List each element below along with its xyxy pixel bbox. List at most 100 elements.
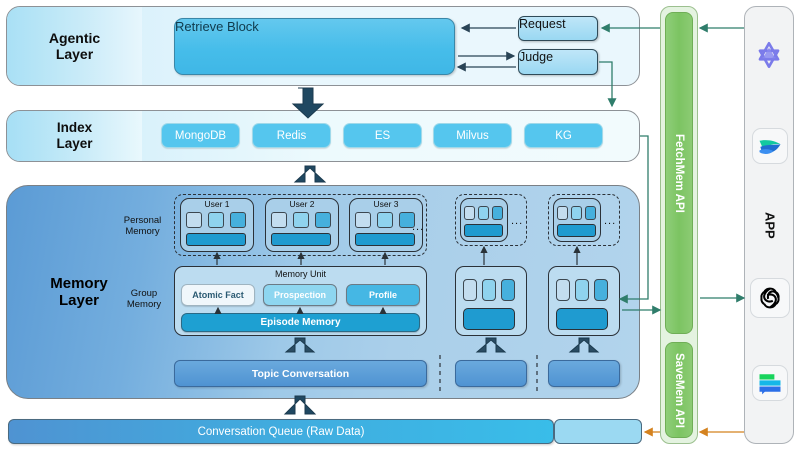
memory-cell	[230, 212, 246, 228]
conversation-queue[interactable]: Conversation Queue (Raw Data)	[8, 419, 554, 444]
request-box[interactable]: Request	[518, 16, 598, 41]
memory-bar	[557, 224, 596, 237]
judge-box[interactable]: Judge	[518, 49, 598, 75]
fetchmem-api-label: FetchMem API	[673, 133, 685, 213]
memory-cell	[575, 279, 589, 301]
app-icon-openai[interactable]	[750, 278, 790, 318]
doubao-leaf-icon	[759, 140, 781, 154]
user-card-caption: User 1	[204, 199, 230, 209]
index-title-line2: Layer	[56, 136, 93, 151]
topic-conversation-label: Topic Conversation	[251, 367, 350, 380]
memory-cell	[355, 212, 371, 228]
memory-cell	[594, 279, 608, 301]
memory-unit-chip-atomic-fact[interactable]: Atomic Fact	[181, 284, 255, 306]
memory-cell	[186, 212, 202, 228]
index-store-label: Milvus	[456, 129, 489, 142]
index-layer-title-chip	[7, 111, 142, 161]
topic-conversation-box[interactable]: Topic Conversation	[174, 360, 427, 387]
memory-cell	[399, 212, 415, 228]
group-c-ellipsis: ...	[604, 215, 617, 227]
memory-cell	[293, 212, 309, 228]
index-store-label: KG	[555, 129, 572, 142]
memory-bar	[186, 233, 246, 246]
retrieve-block[interactable]: Retrieve Block	[174, 18, 455, 75]
memory-bar	[464, 224, 503, 237]
memory-cell	[585, 206, 596, 220]
group-b-ellipsis: ...	[511, 215, 524, 227]
episode-memory-label: Episode Memory	[260, 317, 341, 328]
index-store-label: MongoDB	[174, 129, 227, 142]
memory-cell	[556, 279, 570, 301]
memory-cell	[492, 206, 503, 220]
personal-memory-label: Personal Memory	[115, 215, 170, 238]
index-layer-title: Index Layer	[7, 111, 142, 161]
memory-title-line1: Memory	[50, 274, 108, 292]
personal-memory-container-b	[455, 194, 527, 246]
topic-conversation-box-c[interactable]	[548, 360, 620, 387]
memory-cell	[315, 212, 331, 228]
memory-layer-title: Memory Layer	[14, 268, 144, 316]
fetchmem-api-strip[interactable]: FetchMem API	[665, 12, 693, 334]
index-store-label: ES	[374, 129, 391, 142]
chip-label: Atomic Fact	[192, 290, 244, 300]
zhipu-star-icon	[758, 41, 780, 68]
agentic-layer-title: Agentic Layer	[7, 7, 142, 85]
chat-bars-icon	[759, 374, 781, 395]
user-card-caption: User 3	[373, 199, 399, 209]
memory-unit-title: Memory Unit	[274, 269, 326, 279]
memory-bar	[463, 308, 515, 330]
block-arrow-memory-to-index	[293, 165, 327, 183]
group-memory-label-line2: Memory	[126, 299, 162, 311]
index-store-redis[interactable]: Redis	[252, 123, 331, 148]
episode-memory-box[interactable]: Episode Memory	[181, 313, 420, 332]
user-card-caption: User 2	[289, 199, 315, 209]
group-memory-label: Group Memory	[118, 288, 170, 311]
memory-cell	[571, 206, 582, 220]
memory-cell	[482, 279, 496, 301]
memory-bar	[271, 233, 331, 246]
chip-label: Profile	[368, 290, 397, 300]
app-panel-label: APP	[752, 200, 788, 250]
request-label: Request	[519, 17, 566, 31]
index-store-milvus[interactable]: Milvus	[433, 123, 512, 148]
conversation-queue-label: Conversation Queue (Raw Data)	[197, 425, 365, 438]
memory-cell	[271, 212, 287, 228]
index-store-label: Redis	[276, 129, 307, 142]
app-icon-zhipu-star[interactable]	[750, 32, 788, 77]
app-label-text: APP	[762, 211, 778, 239]
memory-cell	[377, 212, 393, 228]
memory-cell	[463, 279, 477, 301]
index-title-line1: Index	[56, 120, 93, 136]
personal-memory-label-line2: Memory	[125, 226, 160, 238]
openai-icon	[760, 287, 780, 309]
index-store-es[interactable]: ES	[343, 123, 422, 148]
memory-cell	[208, 212, 224, 228]
judge-label: Judge	[519, 50, 554, 64]
personal-memory-container-c	[548, 194, 620, 246]
app-icon-doubao-leaf[interactable]	[752, 128, 788, 164]
memory-cell	[464, 206, 475, 220]
group-memory-label-line1: Group	[130, 288, 158, 299]
memory-cell	[501, 279, 515, 301]
users-ellipsis: ...	[412, 221, 425, 233]
memory-unit-chip-prospection[interactable]: Prospection	[263, 284, 337, 306]
conversation-queue-tail	[554, 419, 642, 444]
agentic-layer-title-chip	[7, 7, 142, 85]
agentic-title-line2: Layer	[55, 46, 94, 62]
chip-label: Prospection	[273, 290, 326, 300]
app-icon-chat-bars[interactable]	[752, 365, 788, 401]
savemem-api-label: SaveMem API	[673, 352, 685, 428]
index-store-mongodb[interactable]: MongoDB	[161, 123, 240, 148]
memory-unit-chip-profile[interactable]: Profile	[346, 284, 420, 306]
retrieve-block-label: Retrieve Block	[175, 19, 259, 34]
index-store-kg[interactable]: KG	[524, 123, 603, 148]
memory-bar	[355, 233, 415, 246]
memory-bar	[556, 308, 608, 330]
memory-cell	[478, 206, 489, 220]
personal-memory-label-line1: Personal	[123, 215, 162, 226]
topic-conversation-box-b[interactable]	[455, 360, 527, 387]
savemem-api-strip[interactable]: SaveMem API	[665, 342, 693, 438]
memory-cell	[557, 206, 568, 220]
memory-title-line2: Layer	[58, 292, 100, 309]
